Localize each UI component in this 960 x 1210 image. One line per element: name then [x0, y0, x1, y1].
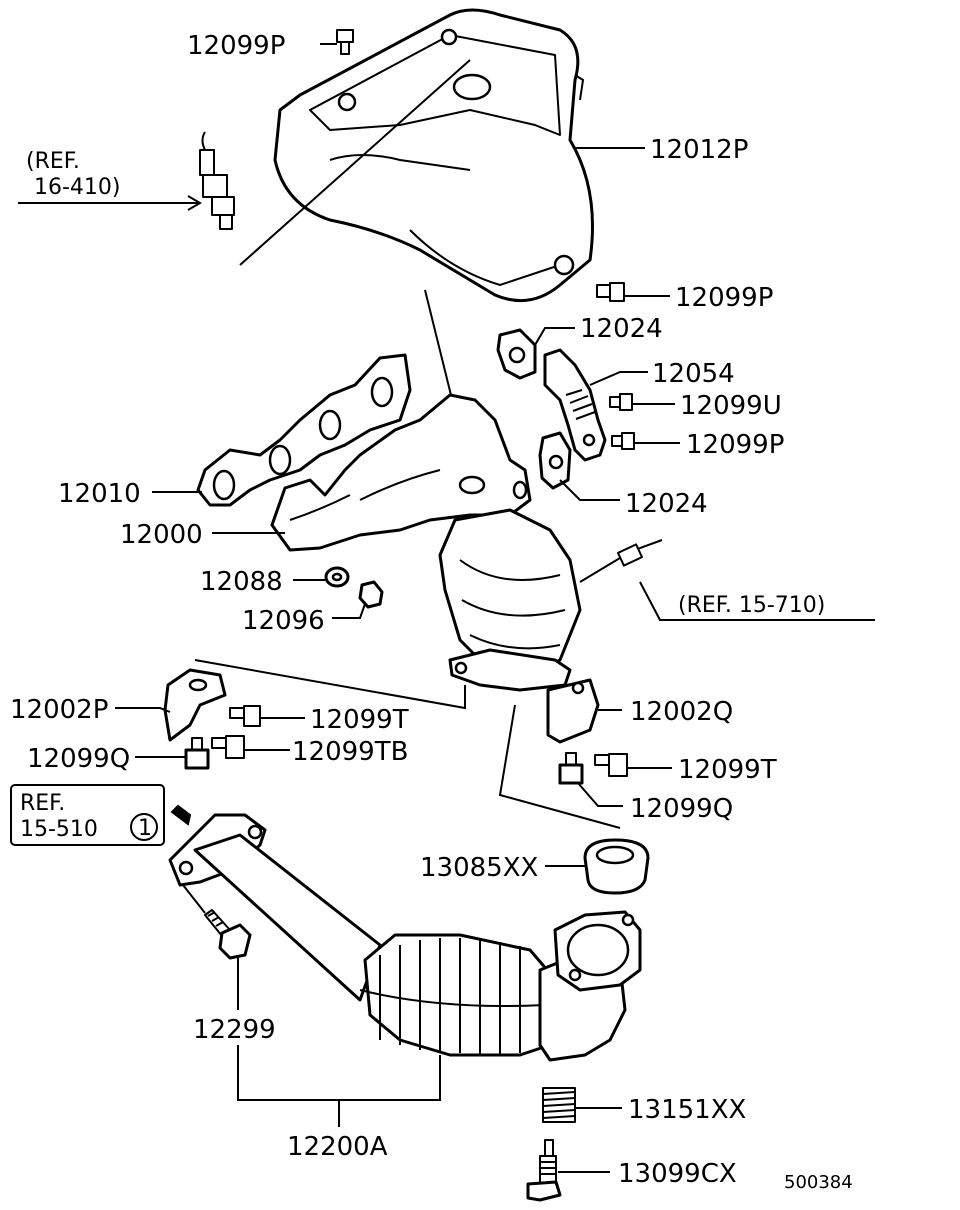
label-12012P: 12012P: [650, 135, 748, 165]
bolt-12099TB: [211, 735, 245, 759]
label-12099P-top: 12099P: [187, 31, 285, 61]
oxygen-sensor-upper: [18, 131, 235, 230]
bracket-12002P: [163, 668, 227, 742]
ref-15-510-circle-number: 1: [138, 816, 152, 841]
manifold-gasket-12010: [196, 353, 412, 507]
label-12002Q: 12002Q: [630, 697, 733, 727]
label-12099T-left: 12099T: [310, 705, 409, 735]
label-12099Q-left: 12099Q: [27, 744, 130, 774]
label-13151XX: 13151XX: [628, 1095, 746, 1125]
label-12010: 12010: [58, 479, 141, 509]
oxygen-sensor-lower: [579, 539, 875, 621]
bolt-12299: [182, 884, 252, 960]
bolt-12099P-right: [596, 282, 625, 302]
bracket-12002Q: [546, 678, 600, 744]
label-12054: 12054: [652, 359, 735, 389]
gasket-12024-upper: [496, 328, 537, 380]
label-12099T-right: 12099T: [678, 755, 777, 785]
spring-13151XX: [542, 1087, 576, 1123]
label-13099CX: 13099CX: [618, 1159, 737, 1189]
ref-15-510-line2: 15-510: [20, 817, 98, 842]
nut-12099Q-right: [558, 752, 584, 785]
ref-15-510-line1: REF.: [20, 791, 65, 816]
reference-labels: (REF. 16-410) (REF. 15-710) REF. 15-510 …: [20, 149, 853, 1193]
label-12096: 12096: [242, 606, 325, 636]
label-12099TB: 12099TB: [292, 737, 408, 767]
washer-12088-hole: [331, 572, 343, 582]
ref-15-510-box: [10, 784, 192, 846]
nut-12096: [358, 580, 384, 609]
label-12002P: 12002P: [10, 695, 108, 725]
leader-shield-sensor: [239, 59, 471, 266]
label-12000: 12000: [120, 520, 203, 550]
ref-16-410-line2: 16-410): [34, 175, 121, 200]
front-pipe-12200A: [168, 813, 642, 1062]
label-12088: 12088: [200, 567, 283, 597]
label-12099P-middle: 12099P: [686, 430, 784, 460]
gasket-12024-lower: [538, 431, 572, 490]
label-12099U: 12099U: [680, 391, 782, 421]
label-12099Q-right: 12099Q: [630, 794, 733, 824]
heat-shield-12012P: [273, 8, 594, 303]
label-12299: 12299: [193, 1015, 276, 1045]
diagram-code: 500384: [784, 1172, 853, 1193]
label-12024-upper: 12024: [580, 314, 663, 344]
label-13085XX: 13085XX: [420, 853, 538, 883]
leader-lines: [115, 147, 680, 1173]
pipe-12054: [543, 348, 607, 462]
label-12099P-right: 12099P: [675, 283, 773, 313]
bolt-12099P-top: [320, 29, 354, 55]
ring-gasket-13085XX: [583, 838, 650, 895]
nut-12099Q-left: [184, 737, 210, 770]
leader-bracket-converter: [194, 659, 466, 710]
leader-converter-ring: [498, 704, 621, 829]
bolt-12099U: [609, 393, 633, 411]
catalytic-converter-upper: [438, 508, 582, 692]
exhaust-manifold-12000: [270, 393, 532, 552]
label-12024-lower: 12024: [625, 489, 708, 519]
bolt-13099CX: [526, 1139, 562, 1202]
label-12200A: 12200A: [287, 1132, 388, 1162]
bolt-12099T-left: [229, 705, 261, 727]
bolt-12099T-right: [594, 753, 628, 777]
part-labels: 12099P 12012P 12099P 12024 12054 12099U …: [10, 31, 784, 1189]
ref-15-710: (REF. 15-710): [678, 593, 825, 618]
ref-16-410-line1: (REF.: [26, 149, 80, 174]
bolt-12099P-middle: [611, 432, 635, 450]
